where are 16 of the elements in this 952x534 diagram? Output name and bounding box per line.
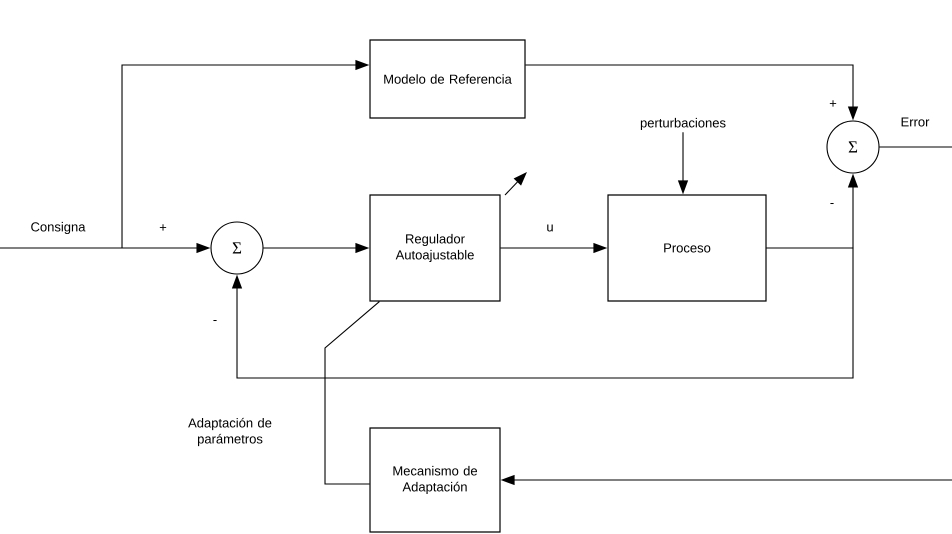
edge-label: Adaptación de parámetros [188, 418, 272, 446]
arrow [232, 247, 854, 379]
summing-junction: Σ [826, 120, 880, 174]
disturbance-text: perturbaciones [640, 118, 726, 130]
summing-junction: Σ [210, 221, 264, 275]
block-box: Mecanismo de Adaptación [369, 427, 501, 533]
edge-label: Consigna [31, 222, 86, 234]
edge-label: Error [902, 117, 930, 127]
block-box: Modelo de Referencia [369, 39, 526, 119]
sign-label: + [830, 100, 836, 107]
sign-label: - [830, 203, 834, 204]
sign-label: - [213, 320, 217, 322]
sign-label: + [160, 224, 166, 231]
edge-label: u [547, 224, 553, 232]
block-box: Proceso [607, 194, 767, 302]
block-box: Regulador Autoajustable [369, 194, 501, 302]
